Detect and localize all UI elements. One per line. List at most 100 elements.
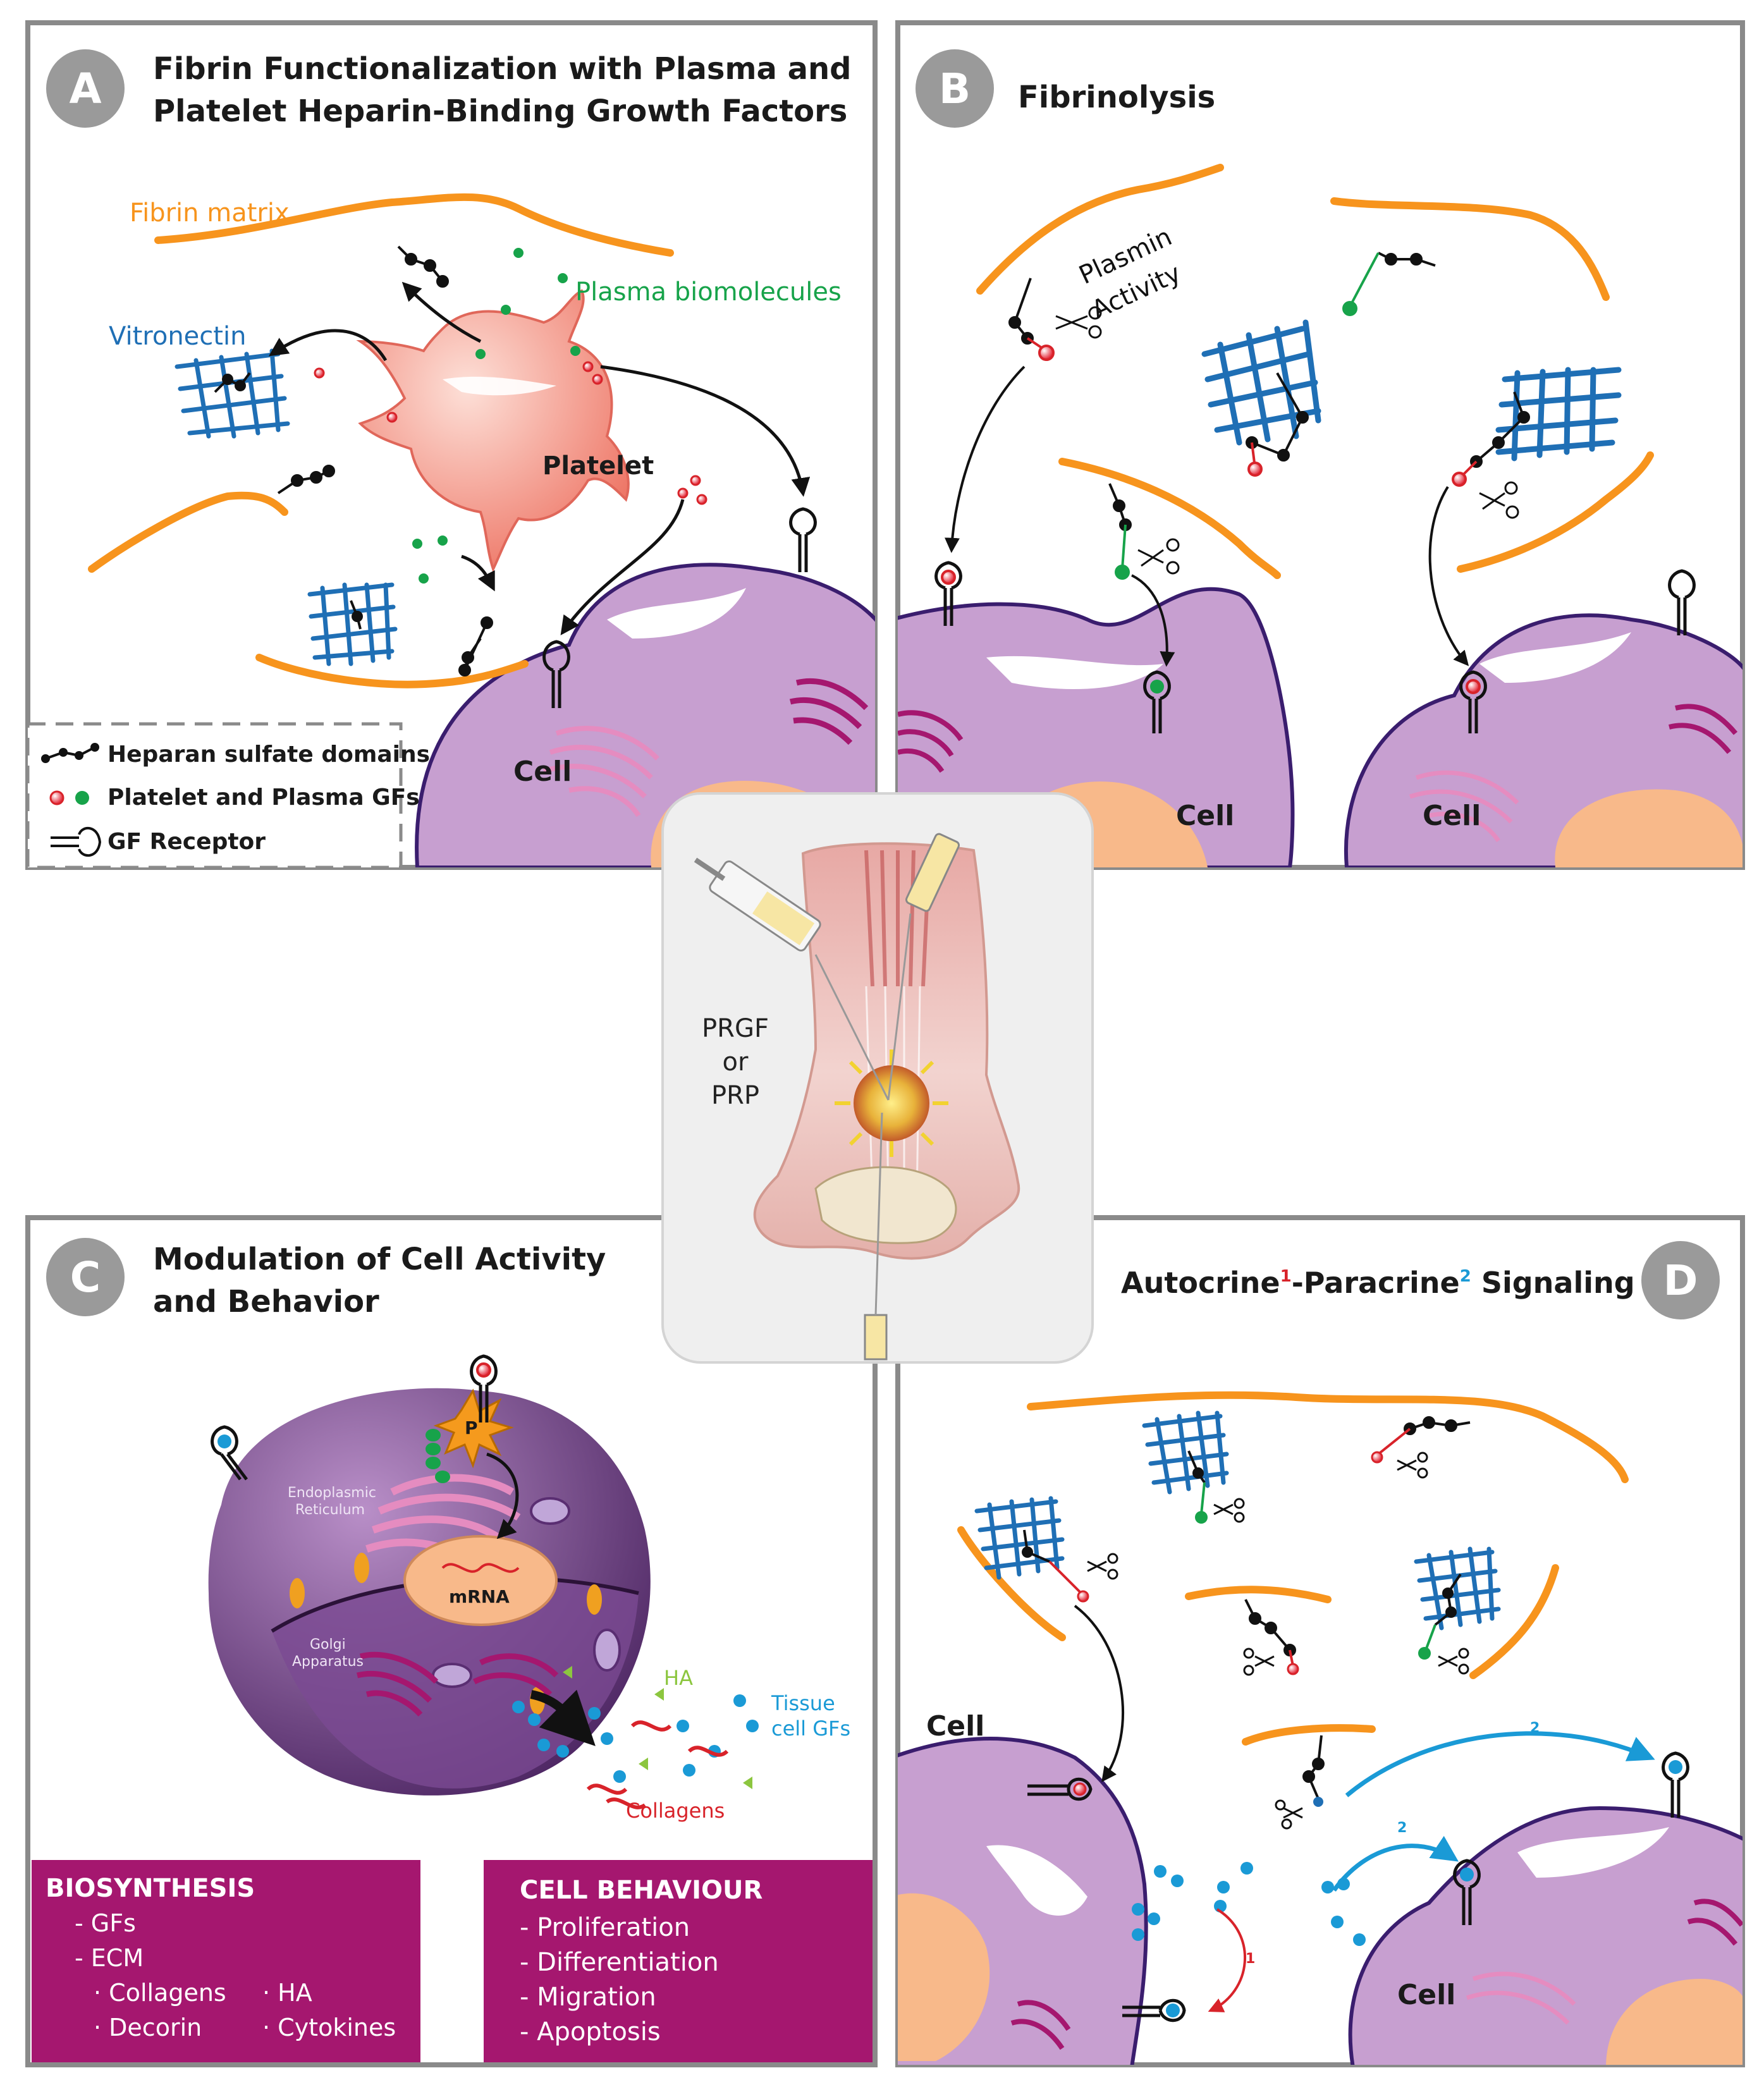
cell-d-right-golgi bbox=[1687, 1899, 1743, 1946]
vitronectin-mesh-d2 bbox=[974, 1496, 1065, 1580]
plasma-biomolecules-label: Plasma biomolecules bbox=[575, 278, 842, 307]
gfs-b bbox=[1038, 301, 1467, 580]
panel-d: 1 2 2 Cell Cell Autocrine1-Paracrine2 Si… bbox=[895, 1215, 1745, 2067]
er-label-line2: Reticulum bbox=[295, 1502, 365, 1518]
ha-label: HA bbox=[664, 1666, 693, 1690]
behaviour-item: - Migration bbox=[520, 1983, 656, 2012]
ha-triangles bbox=[563, 1666, 752, 1789]
legend-gfs-label: Platelet and Plasma GFs bbox=[107, 785, 420, 811]
panel-d-title-signaling: Signaling bbox=[1471, 1266, 1635, 1300]
heparan-chains-a bbox=[214, 245, 493, 676]
heparan-chains-b bbox=[1008, 252, 1530, 531]
fibrin-strands-d bbox=[957, 1391, 1629, 1746]
panel-c-letter-badge bbox=[46, 1238, 125, 1316]
biosynthesis-collagens: · Collagens bbox=[94, 1979, 226, 2007]
secretion-arrow bbox=[530, 1689, 596, 1746]
tissue-label-line2: cell GFs bbox=[771, 1716, 850, 1740]
cell-d-left-golgi bbox=[1010, 2000, 1071, 2050]
legend-a-box bbox=[28, 722, 403, 867]
panel-a-title-line2: Platelet Heparin-Binding Growth Factors bbox=[153, 94, 847, 129]
vitronectin-mesh-a2 bbox=[307, 582, 398, 666]
panel-a-letter-badge bbox=[46, 49, 125, 128]
platelet-highlight bbox=[443, 376, 556, 396]
legend-receptor-label: GF Receptor bbox=[107, 829, 266, 855]
biosynthesis-cytokines: · Cytokines bbox=[262, 2014, 396, 2041]
vitronectin-mesh-a1 bbox=[175, 348, 290, 439]
cell-a-golgi bbox=[789, 678, 869, 745]
panel-d-title-autocrine: Autocrine bbox=[1121, 1266, 1280, 1300]
fibrin-strands-b bbox=[976, 164, 1654, 579]
receptor-gf-d-blue1 bbox=[1166, 2004, 1180, 2017]
cell-d-left-nucleus bbox=[898, 1893, 990, 2061]
scissors-icon bbox=[1087, 1452, 1469, 1830]
signal-cascade bbox=[426, 1429, 450, 1483]
panel-d-title: Autocrine1-Paracrine2 Signaling bbox=[1121, 1266, 1635, 1300]
receptors-d bbox=[1027, 1751, 1689, 2022]
panel-c-title-line2: and Behavior bbox=[153, 1284, 379, 1319]
biosynthesis-ecm: - ECM bbox=[75, 1944, 144, 1972]
receptor-gf-d-red bbox=[1073, 1782, 1087, 1796]
cell-d-right-er bbox=[1466, 1971, 1576, 2025]
behaviour-item: - Proliferation bbox=[520, 1913, 690, 1942]
paracrine-arrow-number-top: 2 bbox=[1530, 1720, 1540, 1736]
panel-d-title-paracrine: -Paracrine bbox=[1292, 1266, 1460, 1300]
receptors-a bbox=[542, 507, 817, 708]
gf-links-d bbox=[1048, 1428, 1436, 1667]
cell-b-left-label: Cell bbox=[1176, 800, 1234, 832]
injection-site bbox=[854, 1065, 929, 1141]
cell-b-right-fold bbox=[1479, 632, 1631, 683]
mrna-strand bbox=[441, 1563, 520, 1573]
arrows-c bbox=[486, 1452, 519, 1539]
green-gfs-a bbox=[412, 248, 580, 584]
cell-d-right-label: Cell bbox=[1397, 1979, 1455, 2011]
platelet-body bbox=[356, 289, 630, 573]
fibrin-strands-a bbox=[88, 193, 674, 688]
biosynthesis-decorin: · Decorin bbox=[94, 2014, 202, 2041]
receptor-gf-c-blue bbox=[217, 1435, 231, 1448]
p-label: P bbox=[465, 1417, 478, 1438]
panel-b: Plasmin Activity Cell Cell B Fibrinolysi… bbox=[895, 20, 1745, 870]
syringe-bottom bbox=[864, 1112, 888, 1361]
panel-a-title-line1: Fibrin Functionalization with Plasma and bbox=[153, 51, 852, 87]
receptor-bound-gfs-b bbox=[941, 570, 1481, 694]
fibrin-matrix-label: Fibrin matrix bbox=[130, 199, 290, 228]
autocrine-arrow-number: 1 bbox=[1246, 1951, 1255, 1967]
syringe-right bbox=[887, 833, 960, 1101]
collagen-fibers bbox=[586, 1720, 729, 1809]
cell-a-er bbox=[542, 726, 659, 817]
cell-c-nucleus bbox=[403, 1535, 558, 1626]
panel-b-title: Fibrinolysis bbox=[1018, 80, 1215, 115]
arrows-a bbox=[269, 281, 811, 635]
cell-behaviour-box bbox=[484, 1860, 873, 2062]
behaviour-heading: CELL BEHAVIOUR bbox=[520, 1876, 763, 1905]
panel-c-title-line1: Modulation of Cell Activity bbox=[153, 1242, 606, 1277]
panel-d-letter-badge bbox=[1641, 1241, 1720, 1319]
injection-label-line2: or bbox=[723, 1048, 749, 1077]
panel-b-letter-badge bbox=[916, 49, 994, 128]
cell-b-right-er bbox=[1409, 770, 1519, 842]
biosynthesis-ha: · HA bbox=[262, 1979, 312, 2007]
golgi-label-line2: Apparatus bbox=[292, 1654, 364, 1670]
collagens-label: Collagens bbox=[626, 1799, 725, 1823]
receptor-gf-d-blue3 bbox=[1669, 1760, 1682, 1774]
cell-d-left-fold bbox=[986, 1845, 1087, 1916]
arrows-d bbox=[1074, 1605, 1655, 2012]
panel-c-letter: C bbox=[70, 1253, 101, 1302]
panel-a: Fibrin matrix Plasma biomolecules Vitron… bbox=[25, 20, 878, 870]
receptors-c bbox=[211, 1354, 498, 1481]
panel-b-letter: B bbox=[939, 64, 971, 113]
injection-label-line1: PRGF bbox=[702, 1014, 769, 1043]
legend-heparan: Heparan sulfate domains bbox=[41, 742, 430, 768]
paracrine-arrow-number-bottom: 2 bbox=[1397, 1820, 1407, 1836]
cell-c-mitochondria bbox=[432, 1497, 621, 1688]
behaviour-item: - Differentiation bbox=[520, 1948, 719, 1977]
red-gfs-a bbox=[314, 361, 707, 505]
golgi-label-line1: Golgi bbox=[310, 1637, 346, 1653]
panel-d-letter: D bbox=[1663, 1256, 1698, 1305]
vitronectin-mesh-b2 bbox=[1495, 367, 1622, 462]
er-label-line1: Endoplasmic bbox=[288, 1485, 376, 1501]
legend-receptor: GF Receptor bbox=[51, 826, 266, 857]
diffusion-arrows bbox=[835, 1049, 948, 1157]
vitronectin-mesh-d3 bbox=[1414, 1546, 1501, 1630]
